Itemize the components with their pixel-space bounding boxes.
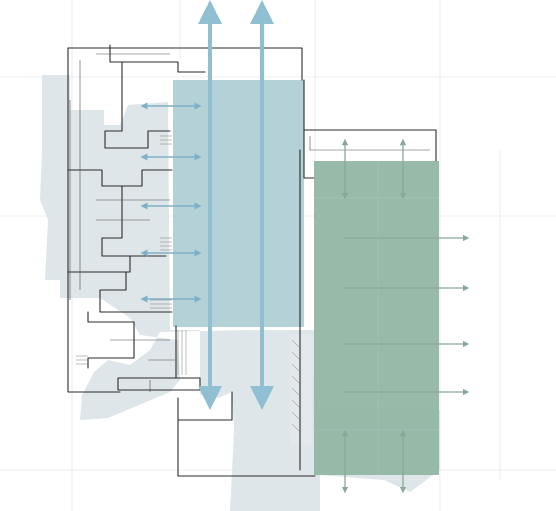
building-linework	[67, 44, 437, 477]
green-horizontal-arrows	[344, 234, 470, 396]
blue-vertical-arrows	[198, 0, 274, 410]
stair-hatching	[76, 135, 301, 433]
green-zone	[314, 161, 439, 475]
footprint-shadow	[40, 75, 440, 511]
blue-zone	[173, 80, 304, 327]
blue-horizontal-arrows	[140, 102, 202, 303]
green-zone-subdivisions	[314, 161, 439, 475]
green-vertical-arrows	[341, 138, 407, 494]
